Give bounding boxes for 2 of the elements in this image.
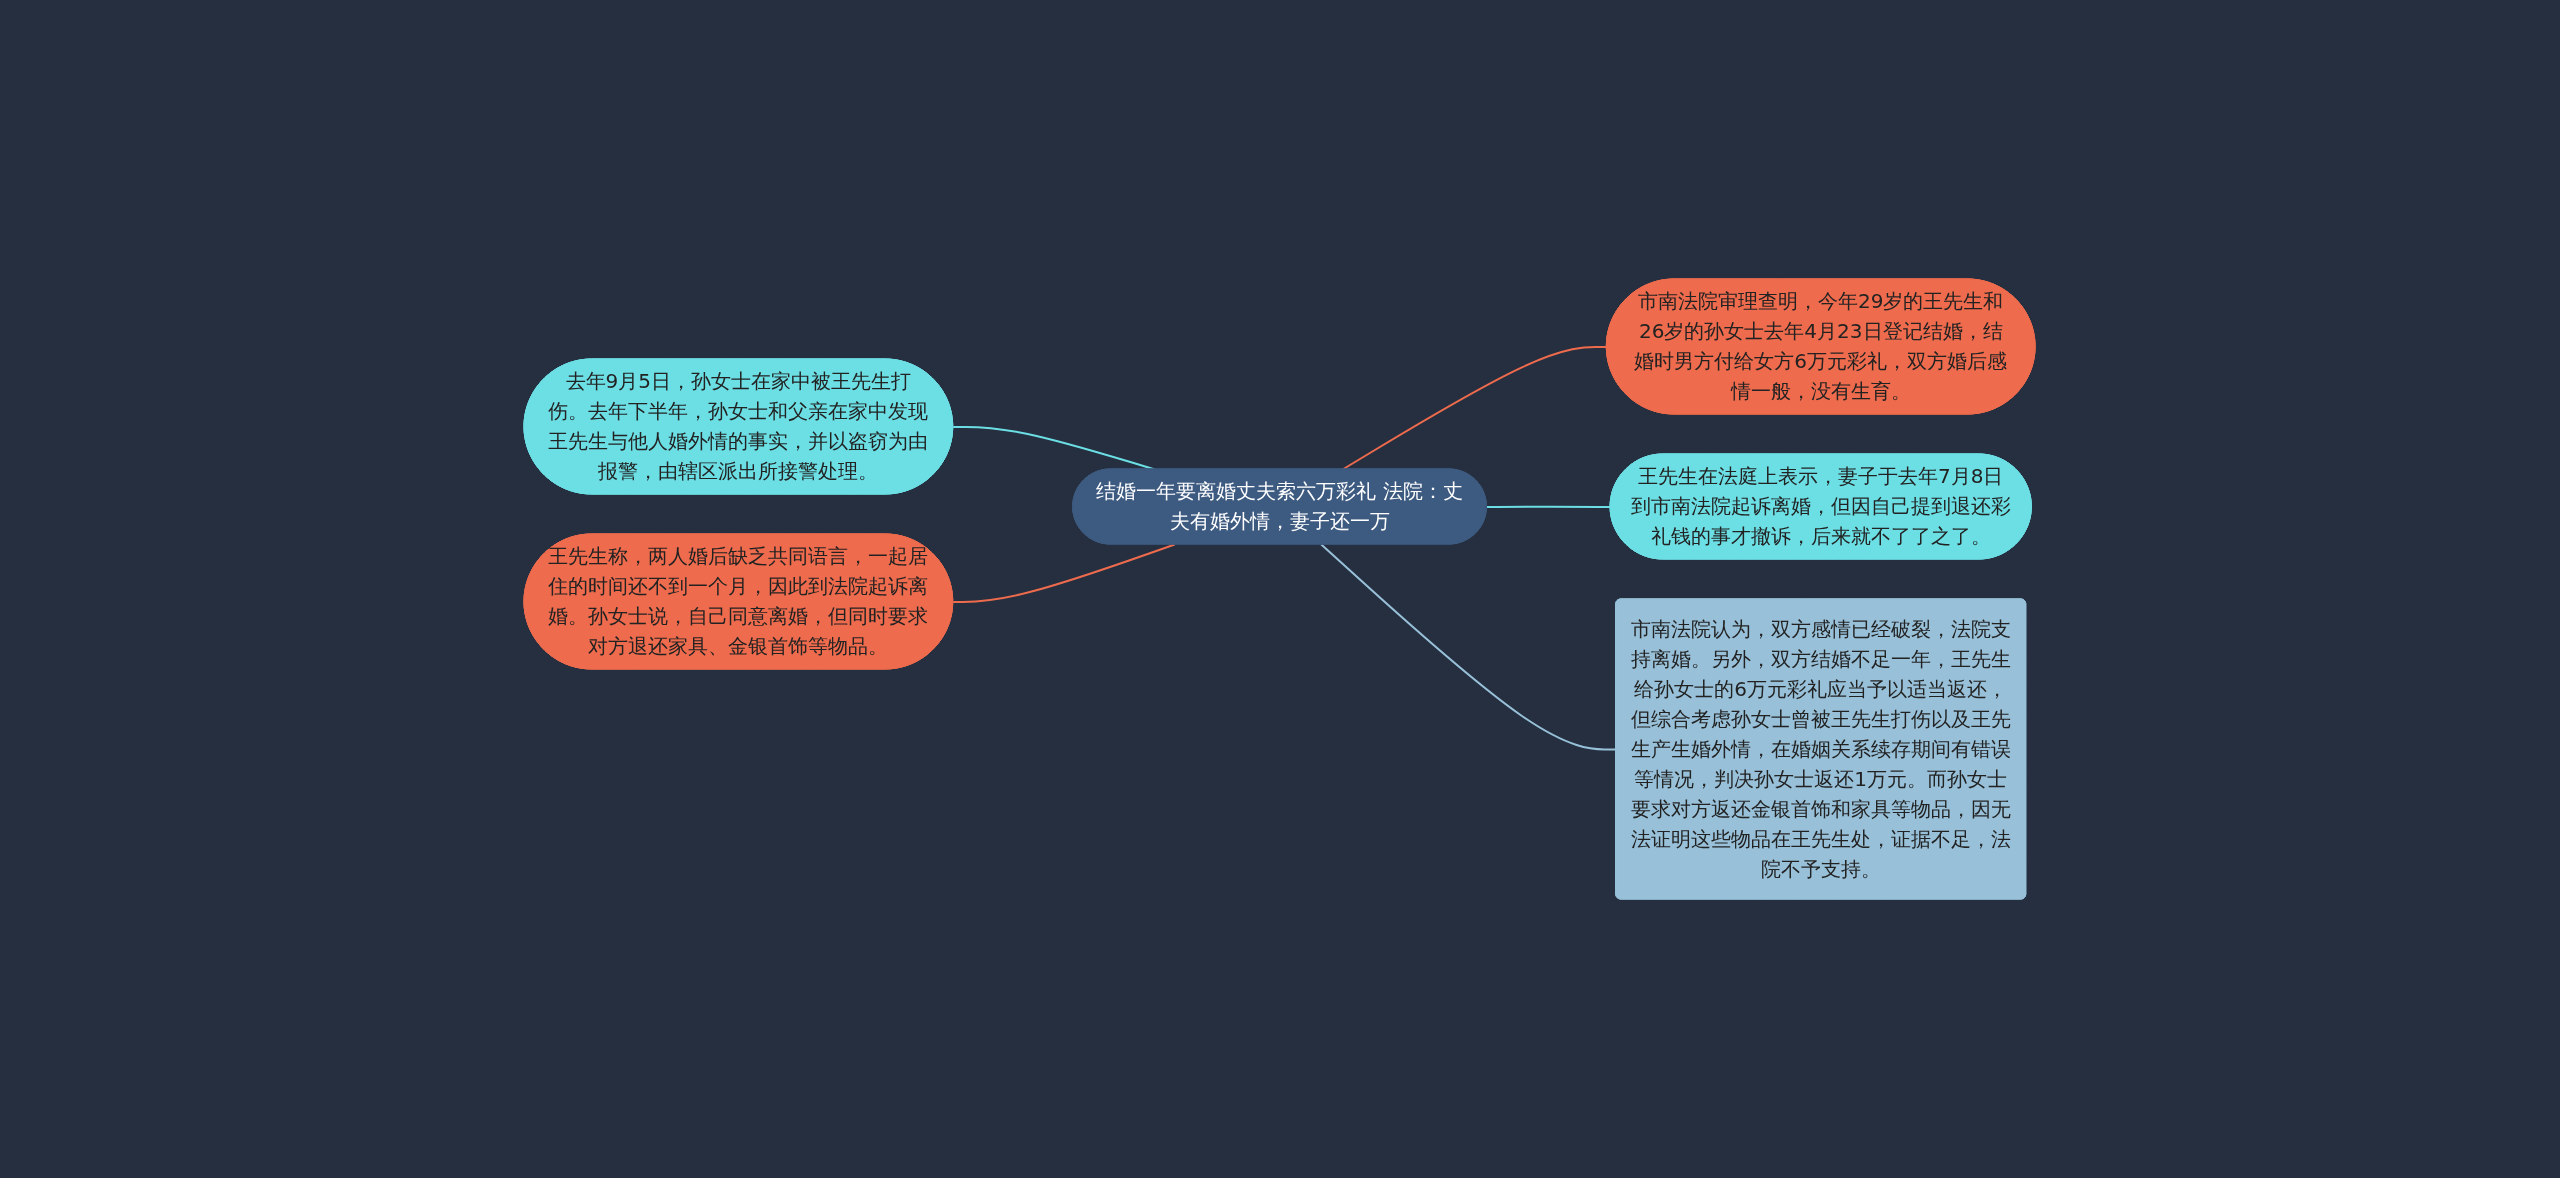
connector <box>1320 543 1618 751</box>
connector <box>952 543 1177 603</box>
